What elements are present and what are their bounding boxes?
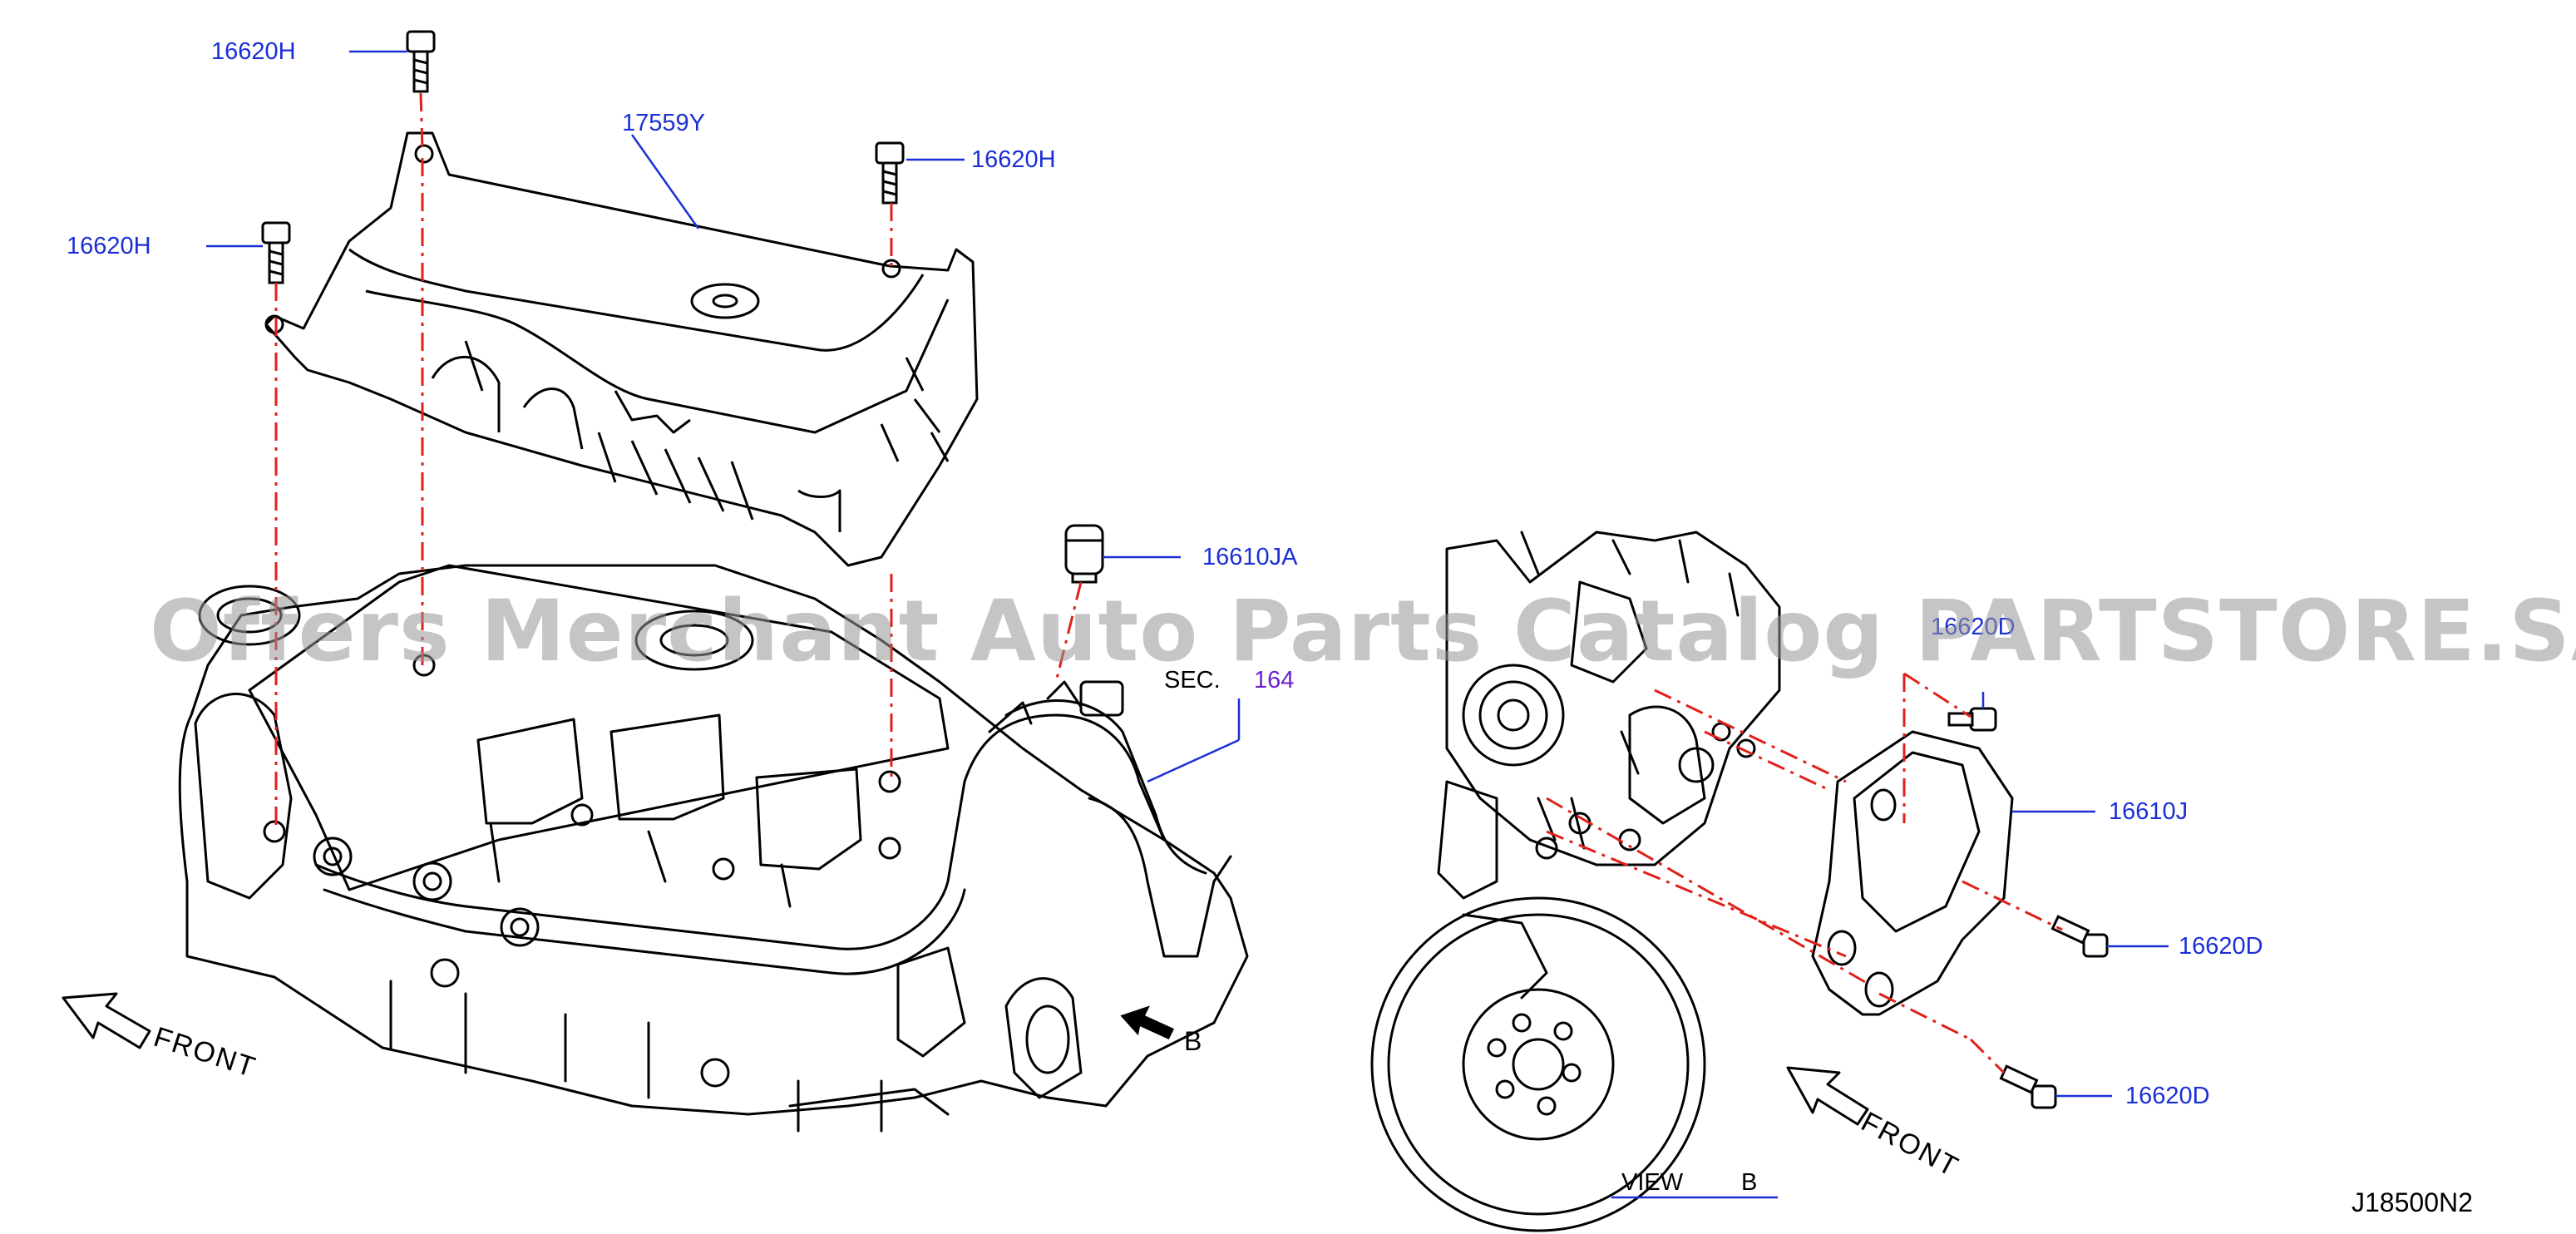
label-view-letter: B — [1741, 1169, 1758, 1196]
diagram-code: J18500N2 — [2351, 1187, 2473, 1217]
bolt-16620H-left-drawing — [261, 221, 291, 284]
bolt-16620D-partial-drawing — [1947, 707, 1997, 732]
watermark: Offers Merchant Auto Parts Catalog PARTS… — [150, 582, 2576, 681]
grommet-16610JA-drawing — [1064, 524, 1104, 584]
front-arrow-right-icon — [1786, 1066, 1869, 1126]
bolt-16620D-low-drawing — [1999, 1064, 2057, 1109]
label-16620H-top: 16620H — [211, 38, 296, 65]
label-16610J: 16610J — [2109, 798, 2189, 825]
bracket-16610J-drawing — [1811, 730, 2014, 1016]
engine-cover-drawing — [264, 131, 979, 567]
assembly-centerlines-left — [274, 92, 1083, 832]
front-arrow-left-icon — [62, 992, 151, 1049]
label-sec-number: 164 — [1254, 667, 1295, 694]
assembly-centerlines-right — [1546, 672, 2063, 1074]
view-b-engine-drawing — [1370, 531, 1781, 1232]
label-view: VIEW — [1621, 1169, 1684, 1196]
label-16620H-left: 16620H — [67, 233, 151, 259]
view-b-arrow-icon — [1120, 1005, 1175, 1039]
bolt-16620H-top-drawing — [406, 30, 436, 93]
leader-lines-left — [206, 50, 1241, 783]
label-16610JA: 16610JA — [1202, 544, 1298, 570]
engine-block-drawing — [178, 564, 1249, 1133]
label-sec-prefix: SEC. — [1164, 667, 1221, 694]
bolt-16620H-right-drawing — [875, 141, 905, 205]
label-16620D-mid: 16620D — [2179, 933, 2263, 960]
bolt-16620D-mid-drawing — [2050, 915, 2109, 958]
label-16620H-right: 16620H — [971, 146, 1056, 173]
label-17559Y: 17559Y — [622, 110, 705, 136]
label-16620D-low: 16620D — [2125, 1083, 2210, 1109]
leader-lines-right — [1611, 692, 2169, 1199]
label-view-b-arrow: B — [1184, 1026, 1202, 1056]
label-16620D-partial: 16620D — [1931, 614, 2016, 640]
